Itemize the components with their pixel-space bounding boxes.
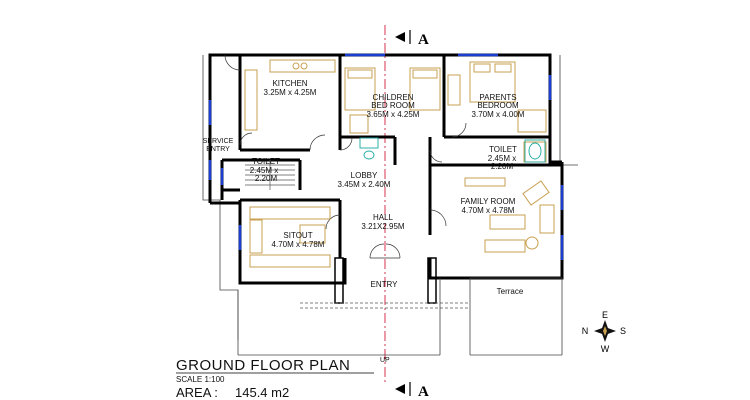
children-bedroom-label-2: BED ROOM <box>371 101 415 110</box>
service-entry-label-2: ENTRY <box>206 146 230 153</box>
interior-walls <box>222 55 562 258</box>
bath-fixtures <box>359 137 546 163</box>
section-label-top: A <box>418 32 429 48</box>
kitchen-label: KITCHEN <box>272 79 307 88</box>
entry-label: ENTRY <box>371 280 399 289</box>
toilet-right-dims-2: 2.20M <box>491 162 514 171</box>
parents-bedroom-label-2: BEDROOM <box>477 101 519 110</box>
doors <box>224 54 467 259</box>
children-bedroom-dims: 3.65M x 4.25M <box>367 110 420 119</box>
kitchen-dims: 3.25M x 4.25M <box>264 88 317 97</box>
sitout-dims: 4.70M x 4.78M <box>272 240 325 249</box>
scale-label: SCALE 1:100 <box>176 375 225 384</box>
compass-west: W <box>601 344 610 354</box>
compass-south: S <box>620 326 626 336</box>
toilet-right-dims-1: 2.45M x <box>488 154 516 163</box>
plan-title: GROUND FLOOR PLAN <box>176 357 350 374</box>
compass-east: E <box>602 310 608 320</box>
compass-rose: E N S W <box>582 310 626 354</box>
toilet-left-label: TOILET <box>252 157 280 166</box>
area-label: AREA : <box>176 385 218 400</box>
staircase <box>245 160 295 190</box>
up-label: UP <box>380 357 390 364</box>
lobby-dims: 3.45M x 2.40M <box>338 180 391 189</box>
lobby-label: LOBBY <box>351 171 378 180</box>
family-room-label: FAMILY ROOM <box>461 197 516 206</box>
section-label-bottom: A <box>418 384 429 400</box>
area-value: 145.4 m2 <box>235 385 289 400</box>
terrace-area <box>470 277 563 356</box>
hall-label: HALL <box>373 213 394 222</box>
service-entry-label-1: SERVICE <box>203 138 234 145</box>
section-marker-bottom: A <box>395 382 429 400</box>
windows <box>208 53 564 260</box>
family-room-dims: 4.70M x 4.78M <box>462 206 515 215</box>
parents-bedroom-label-1: PARENTS <box>479 93 516 102</box>
hall-dims: 3.21X2.95M <box>361 222 404 231</box>
children-bedroom-label-1: CHILDREN <box>373 93 414 102</box>
compass-north: N <box>582 326 589 336</box>
entry-porch <box>300 257 471 355</box>
parents-bedroom-dims: 3.70M x 4.00M <box>472 110 525 119</box>
terrace-label: Terrace <box>497 287 524 296</box>
toilet-left-dims-1: 2.45M x <box>250 166 278 175</box>
toilet-left-dims-2: 2.20M <box>255 174 278 183</box>
section-marker-top: A <box>395 30 429 48</box>
toilet-right-label: TOILET <box>489 145 517 154</box>
sitout-label: SITOUT <box>283 231 312 240</box>
